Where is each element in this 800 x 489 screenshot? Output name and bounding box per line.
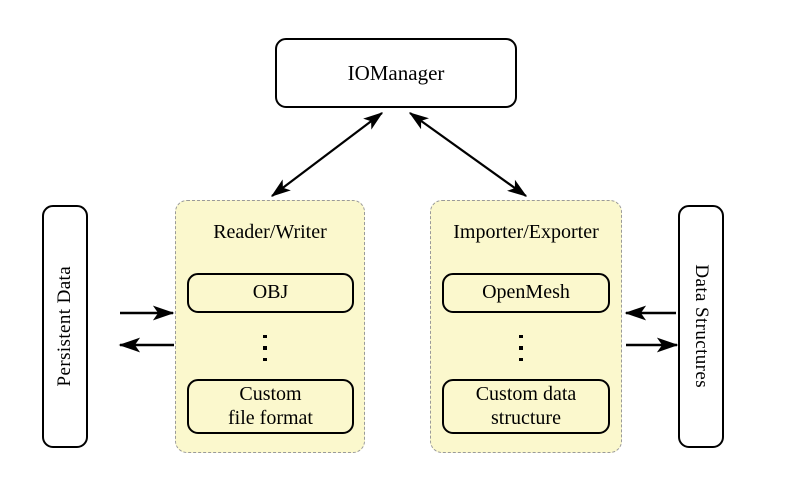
iomanager-node[interactable]: IOManager bbox=[275, 38, 517, 108]
item-custom-data-structure[interactable]: Custom data structure bbox=[442, 379, 610, 434]
item-custom-file-format-line1: Custom bbox=[239, 382, 302, 405]
item-openmesh-label: OpenMesh bbox=[482, 281, 570, 304]
panel-importer-exporter-title: Importer/Exporter bbox=[453, 221, 599, 243]
persistent-data-label: Persistent Data bbox=[53, 266, 75, 387]
panel-reader-writer-title: Reader/Writer bbox=[213, 221, 327, 243]
item-obj[interactable]: OBJ bbox=[187, 273, 354, 313]
arrow-manager-importer-exporter bbox=[408, 112, 528, 197]
ellipsis-reader-writer bbox=[263, 335, 267, 361]
ellipsis-importer-exporter bbox=[519, 335, 523, 361]
panel-reader-writer[interactable]: Reader/Writer OBJ Custom file format bbox=[175, 200, 365, 453]
item-obj-label: OBJ bbox=[252, 281, 289, 304]
iomanager-label: IOManager bbox=[347, 60, 445, 85]
item-openmesh[interactable]: OpenMesh bbox=[442, 273, 610, 313]
data-structures-label: Data Structures bbox=[691, 264, 713, 389]
item-custom-file-format-line2: file format bbox=[228, 406, 313, 429]
persistent-data-node[interactable]: Persistent Data bbox=[42, 205, 88, 448]
data-structures-node[interactable]: Data Structures bbox=[678, 205, 724, 448]
item-custom-data-structure-line2: structure bbox=[491, 406, 561, 429]
arrow-manager-reader-writer bbox=[270, 112, 384, 197]
panel-importer-exporter[interactable]: Importer/Exporter OpenMesh Custom data s… bbox=[430, 200, 622, 453]
item-custom-file-format[interactable]: Custom file format bbox=[187, 379, 354, 434]
item-custom-data-structure-line1: Custom data bbox=[475, 382, 577, 405]
